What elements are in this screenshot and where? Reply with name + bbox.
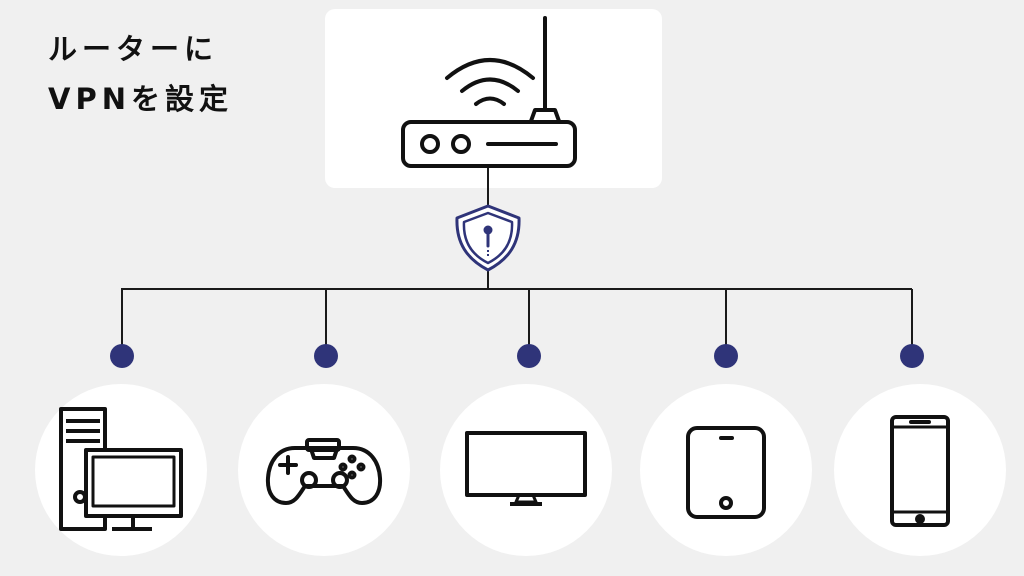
connection-nodes [110,344,924,368]
title-line-1: ルーターに [48,32,219,66]
diagram-title: ルーターに VPNを設定 [48,24,233,124]
tablet-icon [686,426,766,519]
node-dot-1 [110,344,134,368]
wifi-router-icon [401,16,577,168]
title-line-2: VPNを設定 [48,82,233,116]
node-dot-3 [517,344,541,368]
television-icon [465,431,587,506]
node-dot-4 [714,344,738,368]
device-circle-tablet [640,384,812,556]
smartphone-icon [890,415,950,527]
node-dot-2 [314,344,338,368]
vpn-shield-icon [455,204,521,272]
node-dot-5 [900,344,924,368]
desktop-computer-icon [59,407,183,531]
connector-lines [121,167,913,348]
device-circle-phone [834,384,1006,556]
device-circle-gamepad [238,384,410,556]
device-circle-tv [440,384,612,556]
game-controller-icon [265,438,383,505]
